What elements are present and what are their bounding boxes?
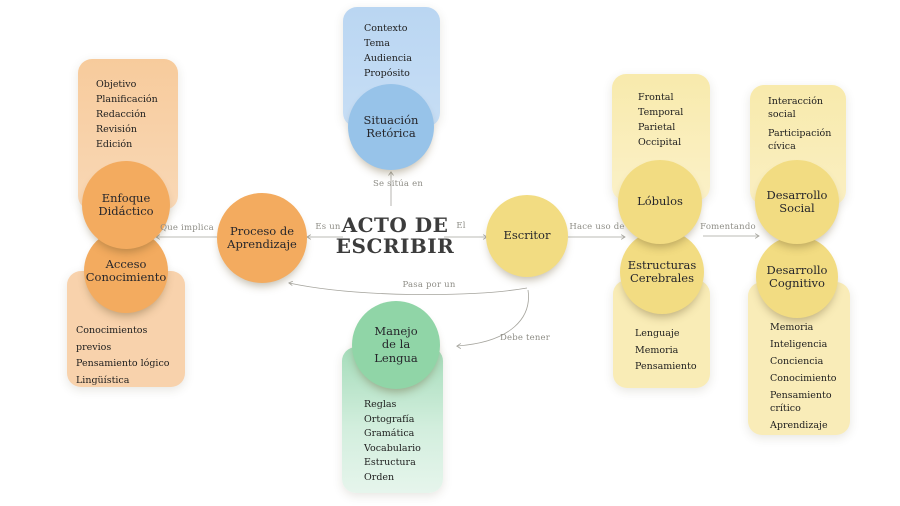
node-label: Escritor: [503, 228, 551, 243]
node-label: Didáctico: [98, 204, 154, 218]
node-label: de la: [381, 337, 411, 352]
card-item: Parietal: [638, 122, 676, 133]
central-topic-line: ESCRIBIR: [335, 234, 455, 258]
node-label: Social: [779, 201, 815, 215]
edge-label-hace-uso-de: Hace uso de: [569, 222, 625, 232]
arrowhead-left-icon: [288, 280, 293, 286]
node-escritor[interactable]: Escritor: [486, 195, 568, 277]
node-label: Manejo: [374, 323, 418, 338]
card-item: Vocabulario: [364, 442, 421, 454]
card-item: Temporal: [638, 107, 684, 118]
edge-line-pasa-por-un: [288, 282, 528, 296]
edge-label-se-situa-en: Se sitúa en: [372, 179, 424, 189]
card-item: Contexto: [364, 23, 408, 34]
card-item: Redacción: [96, 109, 147, 120]
arrowhead-left-icon: [456, 343, 462, 349]
node-label: Estructuras: [627, 257, 697, 272]
edge-label-es-un: Es un: [315, 222, 341, 232]
card-item: Tema: [364, 38, 390, 49]
card-item: Participación cívica: [768, 128, 832, 152]
node-desarrollo-cognitivo[interactable]: Desarrollo Cognitivo: [756, 236, 838, 318]
edge-label-que-implica: Que implica: [160, 223, 214, 233]
card-item: Reglas: [364, 399, 397, 410]
node-situacion-retorica[interactable]: Situación Retórica: [348, 84, 434, 170]
card-item: Conocimientos previos: [76, 325, 148, 353]
node-label: Lóbulos: [637, 194, 683, 209]
card-item: Conciencia: [770, 356, 824, 367]
card-item: Edición: [96, 139, 133, 150]
arrowhead-right-icon: [754, 233, 760, 239]
card-item: Ortografía: [364, 413, 415, 425]
card-item: Gramática: [364, 428, 415, 439]
central-topic-line: ACTO DE: [341, 213, 449, 237]
card-item: Aprendizaje: [770, 419, 828, 431]
card-item: Objetivo: [96, 79, 137, 90]
card-item: Memoria: [770, 322, 814, 333]
card-item: Propósito: [364, 68, 410, 79]
node-label: Aprendizaje: [227, 237, 297, 251]
arrowhead-right-icon: [620, 234, 626, 240]
node-proceso-de-aprendizaje[interactable]: Proceso de Aprendizaje: [217, 193, 307, 283]
node-label: Proceso de: [229, 223, 295, 238]
node-label: Desarrollo: [766, 262, 828, 277]
node-label: Cerebrales: [629, 271, 694, 285]
edge-label-pasa-por-un: Pasa por un: [402, 280, 456, 290]
card-item: Pensamiento: [635, 361, 697, 372]
card-item: Interacción social: [768, 96, 824, 120]
card-item: Pensamiento crítico: [770, 390, 832, 414]
node-desarrollo-social[interactable]: Desarrollo Social: [755, 160, 839, 244]
node-enfoque-didactico[interactable]: Enfoque Didáctico: [82, 161, 170, 249]
node-label: Retórica: [366, 126, 416, 140]
card-item: Planificación: [96, 94, 158, 105]
card-item: Orden: [364, 471, 395, 483]
node-label: Acceso: [105, 256, 147, 271]
arrowhead-left-icon: [306, 234, 312, 240]
node-label: Enfoque: [101, 190, 151, 205]
node-label: Desarrollo: [766, 187, 828, 202]
node-label: Lengua: [374, 350, 418, 365]
card-item: Lenguaje: [635, 328, 680, 339]
node-estructuras-cerebrales[interactable]: Estructuras Cerebrales: [620, 230, 704, 314]
card-item: Conocimiento: [770, 373, 837, 384]
edge-label-fomentando: Fomentando: [700, 222, 756, 232]
node-label: Cognitivo: [769, 276, 825, 290]
card-item: Revisión: [96, 124, 137, 135]
node-label: Situación: [363, 112, 419, 127]
card-item: Lingüística: [76, 374, 130, 386]
edge-line-debe-tener: [456, 289, 529, 347]
card-item: Estructura: [364, 457, 416, 468]
card-item: Frontal: [638, 92, 674, 103]
node-lobulos[interactable]: Lóbulos: [618, 160, 702, 244]
arrowhead-up-icon: [388, 171, 394, 176]
node-manejo-de-la-lengua[interactable]: Manejo de la Lengua: [352, 301, 440, 389]
central-topic[interactable]: ACTO DE ESCRIBIR: [325, 215, 465, 257]
node-label: Conocimiento: [85, 270, 167, 284]
card-item: Audiencia: [364, 53, 412, 64]
card-item: Occipital: [638, 137, 682, 148]
card-item: Pensamiento lógico: [76, 358, 170, 369]
edge-label-debe-tener: Debe tener: [499, 333, 551, 343]
card-item: Memoria: [635, 344, 679, 356]
card-item: Inteligencia: [770, 339, 828, 350]
edge-label-el: El: [456, 221, 466, 231]
